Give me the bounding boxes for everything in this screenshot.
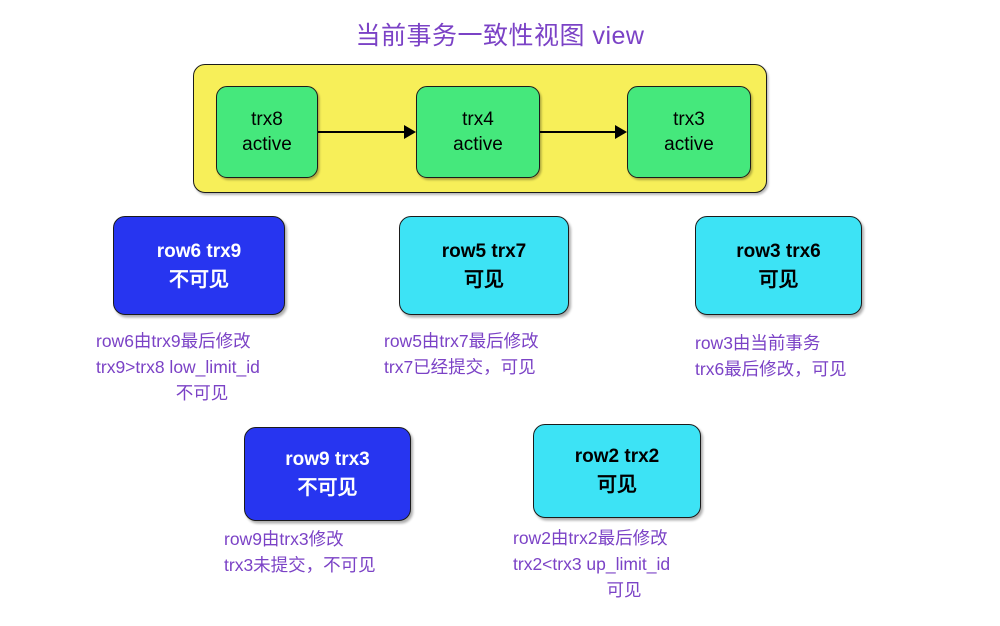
caption-line: row3由当前事务 (695, 333, 821, 353)
caption-row9: row9由trx3修改 trx3未提交，不可见 (224, 526, 439, 578)
row-box-title: row2 trx2 (574, 446, 660, 467)
caption-row3: row3由当前事务 trx6最后修改，可见 (695, 330, 910, 382)
arrow-trx4-to-trx3 (540, 131, 617, 133)
row-box-visibility: 可见 (597, 474, 637, 496)
row-box-row9: row9 trx3 不可见 (244, 427, 411, 521)
transaction-id: trx4 (462, 109, 494, 130)
arrow-trx8-to-trx4 (318, 131, 406, 133)
caption-line: trx2<trx3 up_limit_id (513, 554, 671, 574)
row-box-row2: row2 trx2 可见 (533, 424, 701, 518)
row-box-title: row9 trx3 (285, 449, 370, 470)
caption-line: row9由trx3修改 (224, 529, 344, 549)
caption-line: trx9>trx8 low_limit_id (96, 357, 260, 377)
row-box-title: row3 trx6 (736, 240, 821, 262)
transaction-state: active (242, 134, 292, 155)
page-title: 当前事务一致性视图 view (355, 22, 645, 50)
row-box-visibility: 不可见 (169, 268, 229, 291)
arrowhead-icon (615, 125, 627, 139)
caption-row6: row6由trx9最后修改 trx9>trx8 low_limit_id 不可见 (96, 328, 308, 406)
transaction-box-trx3: trx3 active (627, 86, 751, 178)
row-box-title: row5 trx7 (441, 240, 527, 262)
arrowhead-icon (404, 125, 416, 139)
caption-line: row5由trx7最后修改 (384, 331, 539, 351)
caption-line: 可见 (606, 580, 642, 600)
row-box-row3: row3 trx6 可见 (695, 216, 862, 315)
caption-line: row6由trx9最后修改 (96, 331, 251, 351)
caption-row2: row2由trx2最后修改 trx2<trx3 up_limit_id 可见 (513, 525, 735, 603)
transaction-state: active (453, 134, 503, 155)
transaction-box-trx4: trx4 active (416, 86, 540, 178)
row-box-visibility: 不可见 (297, 477, 358, 499)
transaction-id: trx3 (673, 109, 705, 130)
caption-line: row2由trx2最后修改 (513, 528, 668, 548)
row-box-row6: row6 trx9 不可见 (113, 216, 285, 315)
row-box-row5: row5 trx7 可见 (399, 216, 569, 315)
row-box-visibility: 可见 (464, 268, 504, 291)
transaction-id: trx8 (251, 109, 283, 130)
transaction-state: active (664, 134, 714, 155)
row-box-visibility: 可见 (758, 268, 799, 291)
transaction-box-trx8: trx8 active (216, 86, 318, 178)
caption-line: trx7已经提交，可见 (384, 357, 536, 377)
row-box-title: row6 trx9 (156, 240, 242, 262)
caption-line: trx6最后修改，可见 (695, 359, 847, 379)
caption-line: 不可见 (175, 383, 229, 403)
caption-line: trx3未提交，不可见 (224, 555, 376, 575)
caption-row5: row5由trx7最后修改 trx7已经提交，可见 (384, 328, 604, 380)
